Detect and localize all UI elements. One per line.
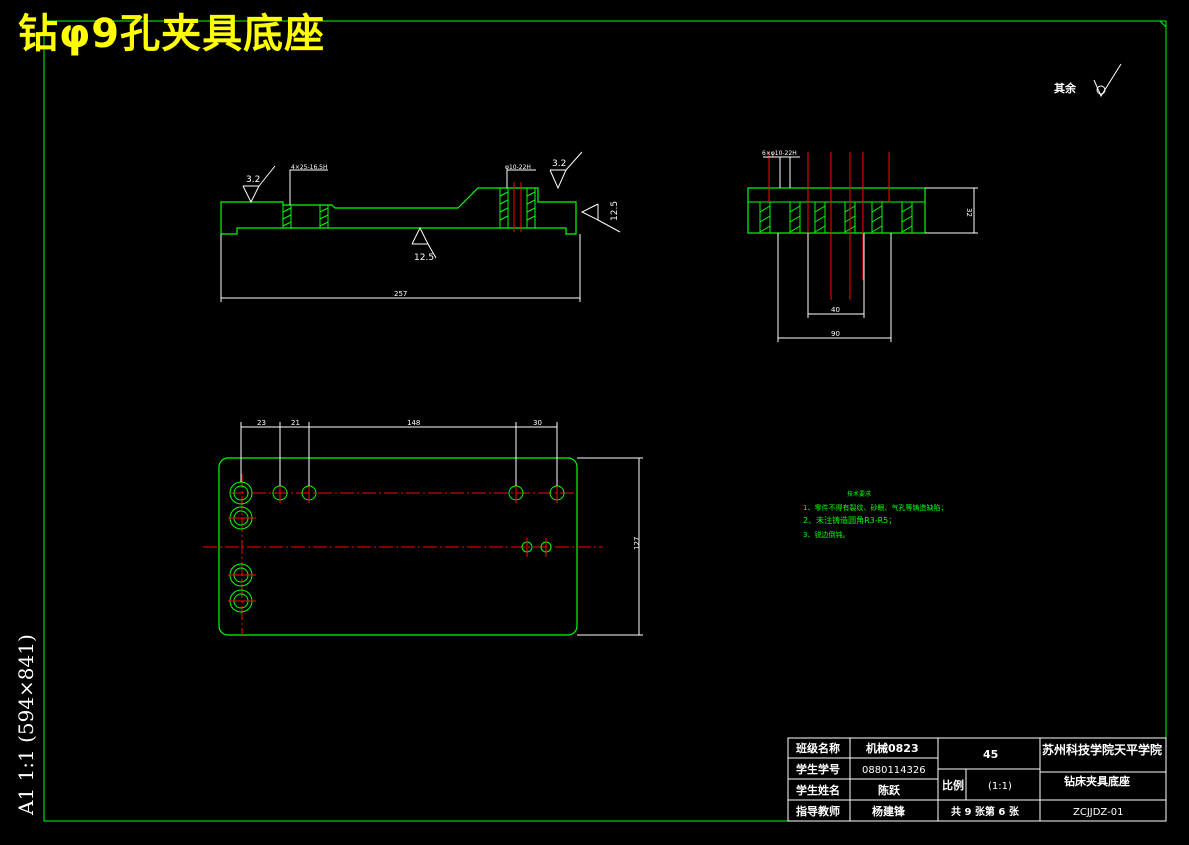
- school-name-box: 苏州科技学院天平学院: [1042, 743, 1163, 757]
- front-length-dimension: [220, 234, 581, 302]
- side-outer-width-value: 90: [831, 330, 840, 338]
- school-name: 苏州科技学院天平学院: [1042, 743, 1163, 757]
- teacher-label: 指导教师: [796, 804, 840, 818]
- front-view: 4×25-16.5H φ10-22H 3.2 3.2 12.5 12.5 257: [220, 151, 621, 302]
- title-block: 班级名称 机械0823 学生学号 0880114326 学生姓名 陈跃 指导教师…: [787, 737, 1167, 822]
- roughness-value: 3.2: [246, 175, 260, 185]
- plan-dimension-value: 23: [257, 419, 266, 427]
- general-roughness-symbol: 其余: [1054, 63, 1122, 98]
- class-value: 机械0823: [866, 741, 919, 755]
- plan-view-centerlines: [203, 474, 603, 635]
- technical-notes: 技术要求 1、零件不得有裂纹、砂眼、气孔等铸造缺陷； 2、未注铸造圆角R3-R5…: [803, 490, 947, 539]
- drawing-title: 钻φ9孔夹具底座: [18, 11, 326, 57]
- student-name-label: 学生姓名: [796, 783, 840, 797]
- left-hole-callout: 4×25-16.5H: [291, 164, 328, 171]
- sheet-size-label: A1 1:1 (594×841): [14, 634, 38, 815]
- right-hole-leader: [506, 169, 536, 188]
- front-left-hole-section: [282, 204, 329, 229]
- side-inner-width-value: 40: [831, 306, 840, 314]
- plan-view-hole-crosshairs: [228, 483, 558, 602]
- side-height-value: 32: [965, 208, 973, 217]
- side-view-centerlines: [768, 152, 890, 300]
- front-right-hole-section: [499, 182, 536, 232]
- side-hole-callout: 6×φ10-22H: [762, 150, 797, 157]
- teacher-value: 杨建锋: [872, 804, 906, 818]
- border-corner-mark: [1159, 20, 1167, 28]
- material-value: 45: [983, 748, 998, 761]
- roughness-symbol: [242, 151, 621, 259]
- student-name-value: 陈跃: [878, 783, 901, 797]
- side-height-dimension: [925, 187, 978, 234]
- side-view: 6×φ10-22H 32 40 90: [747, 150, 978, 342]
- plan-height-dimension: [577, 457, 643, 636]
- tech-notes-heading: 技术要求: [847, 490, 871, 498]
- roughness-value: 3.2: [552, 159, 566, 169]
- tech-note-line: 1、零件不得有裂纹、砂眼、气孔等铸造缺陷；: [803, 503, 947, 512]
- roughness-value: 12.5: [414, 253, 434, 263]
- roughness-value: 12.5: [610, 201, 620, 221]
- student-id-value: 0880114326: [862, 765, 926, 776]
- right-hole-callout: φ10-22H: [505, 164, 531, 171]
- plan-view: 23 21 148 30 127: [203, 419, 643, 636]
- student-id-label: 学生学号: [796, 762, 840, 776]
- tech-note-line: 3、锐边倒钝。: [803, 530, 849, 539]
- length-dimension-value: 257: [394, 290, 407, 298]
- roughness-note-label: 其余: [1054, 81, 1077, 95]
- class-label: 班级名称: [796, 741, 840, 755]
- side-view-leader: [763, 156, 800, 188]
- side-width-dimensions: [777, 233, 892, 342]
- drawing-border: [43, 20, 1167, 822]
- front-view-outline: [220, 187, 577, 235]
- side-view-hole-sections: [759, 201, 913, 234]
- side-view-outline: [747, 187, 926, 234]
- drawing-number: ZCJJDZ-01: [1073, 807, 1123, 818]
- plan-dimension-value: 30: [533, 419, 542, 427]
- plan-dimension-value: 21: [291, 419, 300, 427]
- plan-top-dimensions: [240, 422, 558, 486]
- scale-label: 比例: [942, 778, 964, 792]
- plan-height-value: 127: [633, 537, 641, 550]
- tech-note-line: 2、未注铸造圆角R3-R5；: [803, 515, 896, 525]
- scale-value: (1:1): [988, 781, 1012, 792]
- part-name: 钻床夹具底座: [1064, 774, 1130, 788]
- plan-dimension-value: 148: [407, 419, 420, 427]
- left-hole-leader: [289, 169, 328, 205]
- sheet-count: 共 9 张第 6 张: [951, 805, 1020, 818]
